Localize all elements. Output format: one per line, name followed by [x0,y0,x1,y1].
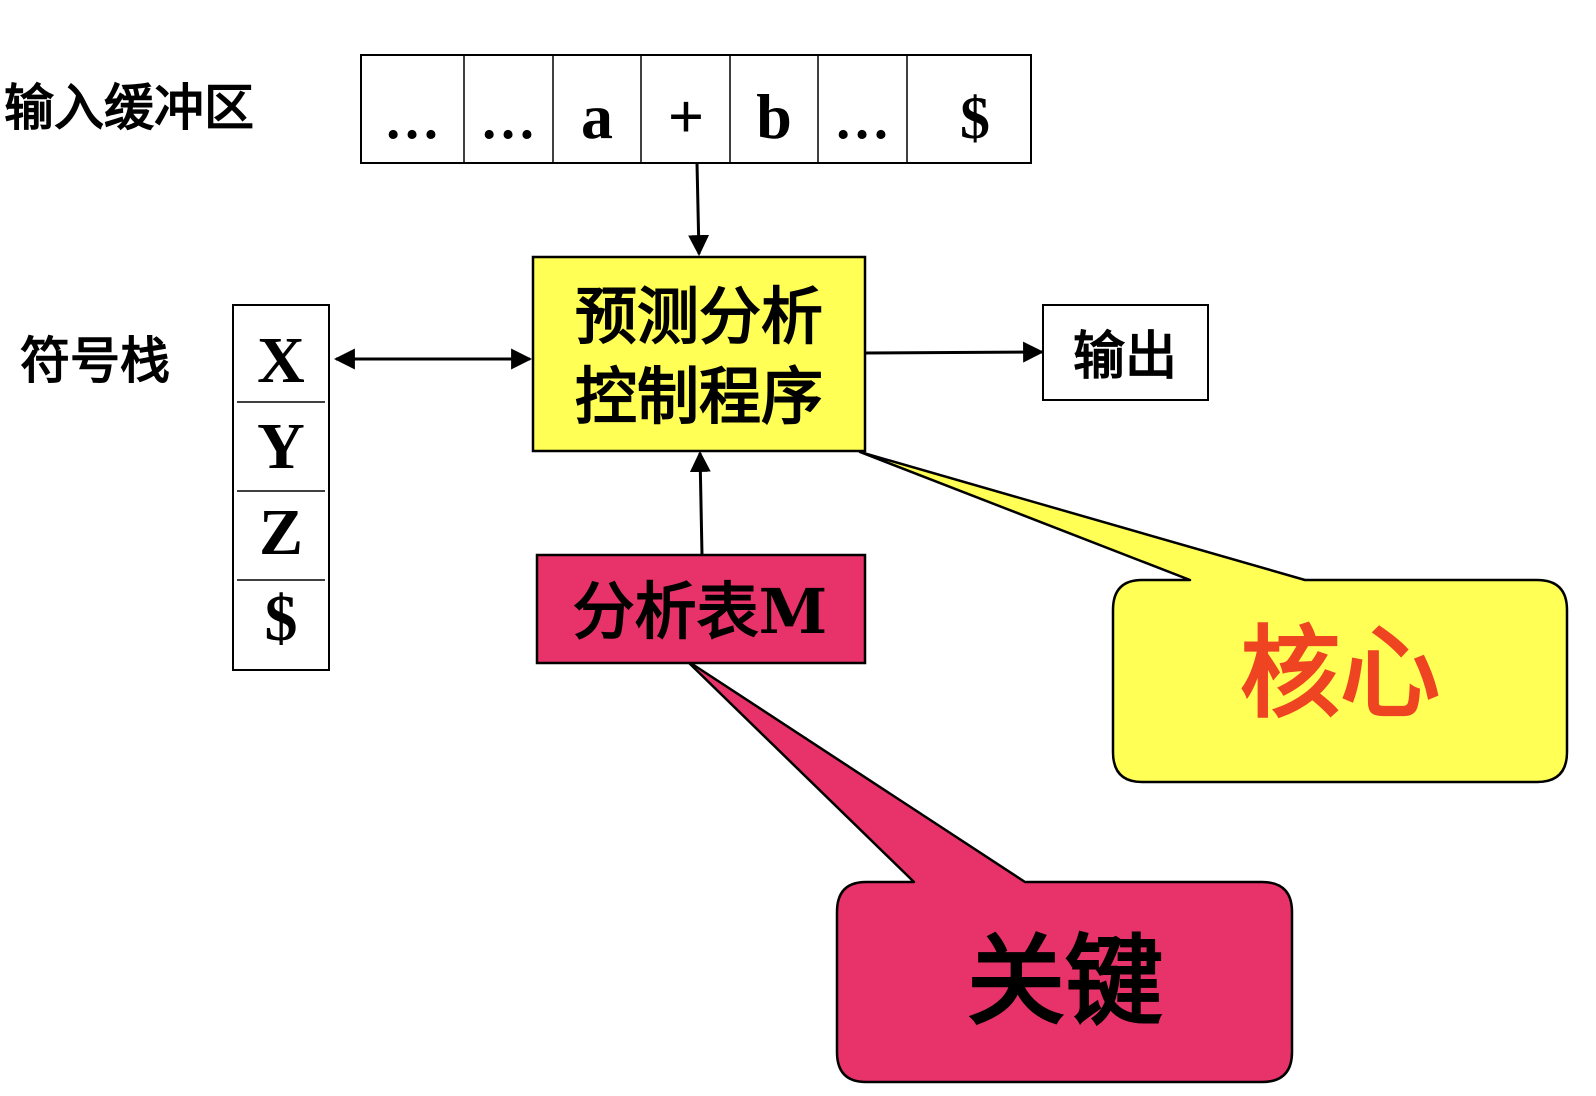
input-cell: a [581,81,613,152]
callout-core: 核心 [858,450,1569,784]
stack-cell: $ [265,582,298,655]
output-box: 输出 [1042,304,1209,401]
input-cell: … [480,89,536,151]
arrow-table-to-control [689,450,711,556]
callout-key: 关键 [684,658,1294,1084]
input-buffer-tape: … … a + b … $ [360,54,1032,164]
control-program-line2: 控制程序 [575,360,823,433]
stack-cell: X [257,324,305,397]
arrow-control-to-output [864,341,1045,363]
parse-table-label: 分析表M [573,575,828,648]
parse-table-box: 分析表M [535,553,867,665]
arrow-buffer-to-control [688,162,710,257]
symbol-stack: X Y Z $ [232,304,330,671]
control-program-box: 预测分析 控制程序 [531,255,867,453]
control-program-line1: 预测分析 [575,280,823,353]
input-buffer-label: 输入缓冲区 [4,78,254,137]
callout-key-text: 关键 [967,924,1163,1039]
output-label: 输出 [1073,326,1177,387]
callout-core-shape [858,450,1569,784]
input-cell: $ [960,85,990,151]
input-cell: … [834,89,890,151]
input-cell: + [668,81,704,152]
input-cell: … [384,89,440,151]
input-cell: b [756,81,792,152]
callout-key-shape [684,658,1294,1084]
stack-cell: Y [257,410,305,483]
stack-cell: Z [259,496,303,569]
symbol-stack-label: 符号栈 [20,331,170,390]
callout-core-text: 核心 [1240,614,1440,732]
